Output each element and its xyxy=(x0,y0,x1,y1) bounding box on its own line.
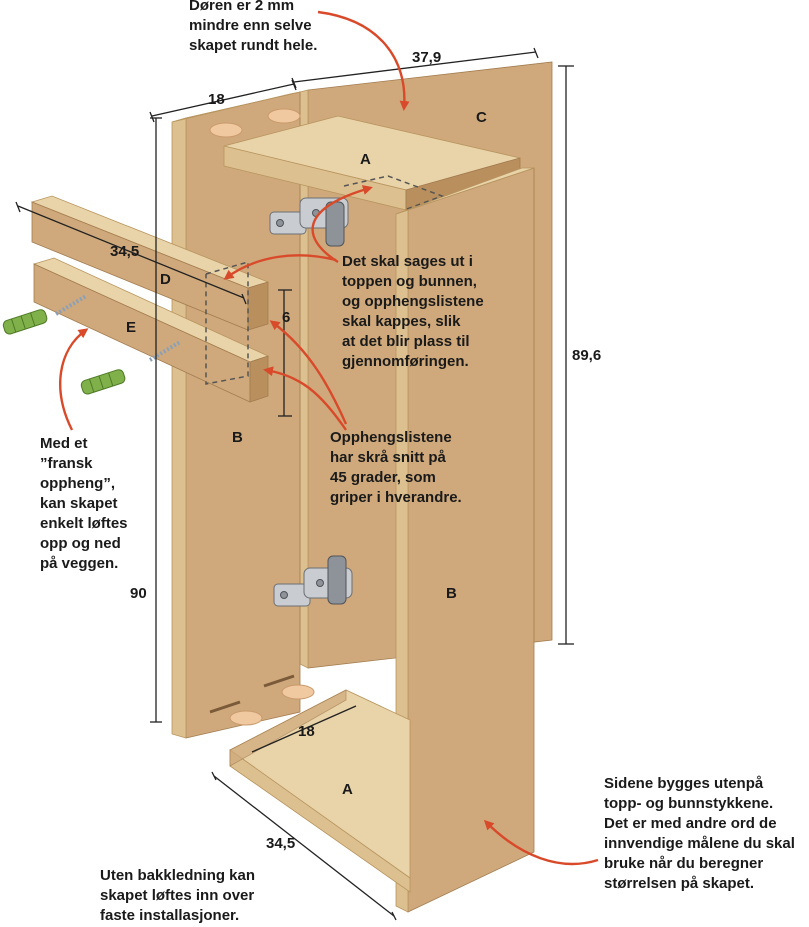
part-label-side-left: B xyxy=(232,429,243,446)
dim-door-width: 37,9 xyxy=(412,49,441,66)
dimension-lines xyxy=(15,47,574,921)
dim-side-depth: 18 xyxy=(208,91,225,108)
dowel-icon xyxy=(229,710,263,726)
note-rails: Opphengslistene har skrå snitt på 45 gra… xyxy=(330,429,462,506)
left-side-panel xyxy=(171,91,315,739)
wall-plug-icon xyxy=(2,309,48,335)
dim-rail-height: 6 xyxy=(282,309,290,326)
note-sides: Sidene bygges utenpå topp- og bunnstykke… xyxy=(604,775,795,892)
note-french-hanging: Med et ”fransk oppheng”, kan skapet enke… xyxy=(40,435,128,572)
note-cutout: Det skal sages ut i toppen og bunnen, og… xyxy=(342,253,484,370)
part-label-side-right: B xyxy=(446,585,457,602)
bottom-panel xyxy=(229,689,411,893)
cutout-outline xyxy=(205,261,249,385)
part-label-bottom: A xyxy=(342,781,353,798)
wall-plug-icon xyxy=(80,369,126,395)
screw-icon xyxy=(148,340,182,362)
dowel-icon xyxy=(267,108,301,124)
note-door: Døren er 2 mm mindre enn selve skapet ru… xyxy=(189,0,318,54)
part-label-rail-upper: D xyxy=(160,271,171,288)
part-label-door: C xyxy=(476,109,487,126)
part-label-top: A xyxy=(360,151,371,168)
hinge-icon xyxy=(273,555,353,607)
dowel-icon xyxy=(281,684,315,700)
note-back: Uten bakkledning kan skapet løftes inn o… xyxy=(100,867,256,924)
dim-bottom-depth: 18 xyxy=(298,723,315,740)
callout-arrows xyxy=(59,10,599,866)
screw-icon xyxy=(54,294,88,316)
part-label-rail-lower: E xyxy=(126,319,136,336)
dim-side-height: 90 xyxy=(130,585,147,602)
dim-door-height: 89,6 xyxy=(572,347,601,364)
dowel-icon xyxy=(209,122,243,138)
top-panel xyxy=(223,115,521,211)
dim-bottom-width: 34,5 xyxy=(266,835,295,852)
dim-rail-length: 34,5 xyxy=(110,243,139,260)
